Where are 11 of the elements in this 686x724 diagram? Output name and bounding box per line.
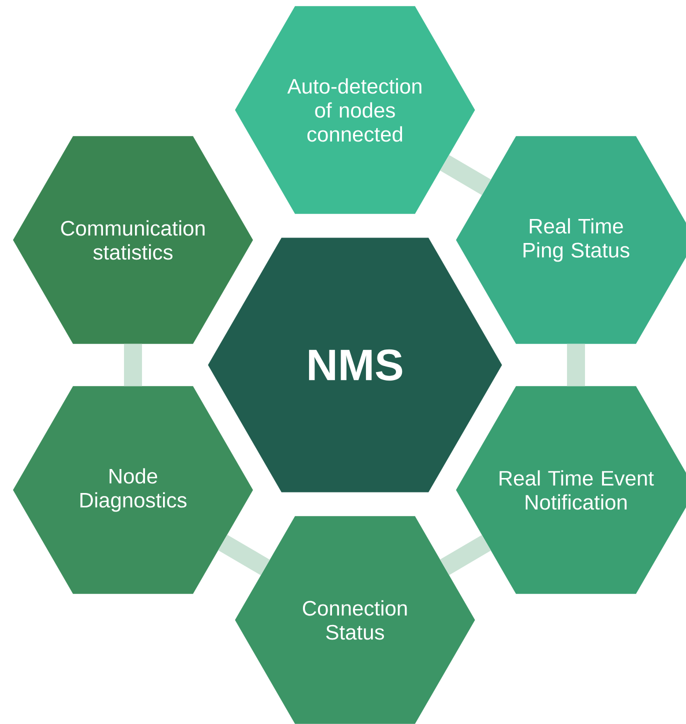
connector-band	[440, 534, 491, 576]
hexagon: Node Diagnostics	[13, 386, 253, 594]
connector-band	[218, 534, 270, 576]
connector-band	[440, 154, 491, 196]
hexagon: Connection Status	[235, 516, 475, 724]
connector-band	[124, 344, 142, 386]
hexagon: Real Time Ping Status	[456, 136, 686, 344]
hexagon: Auto-detection of nodes connected	[235, 6, 475, 214]
hexagon: Real Time Event Notification	[456, 386, 686, 594]
connector-band	[567, 344, 585, 386]
hexagon: Communication statistics	[13, 136, 253, 344]
